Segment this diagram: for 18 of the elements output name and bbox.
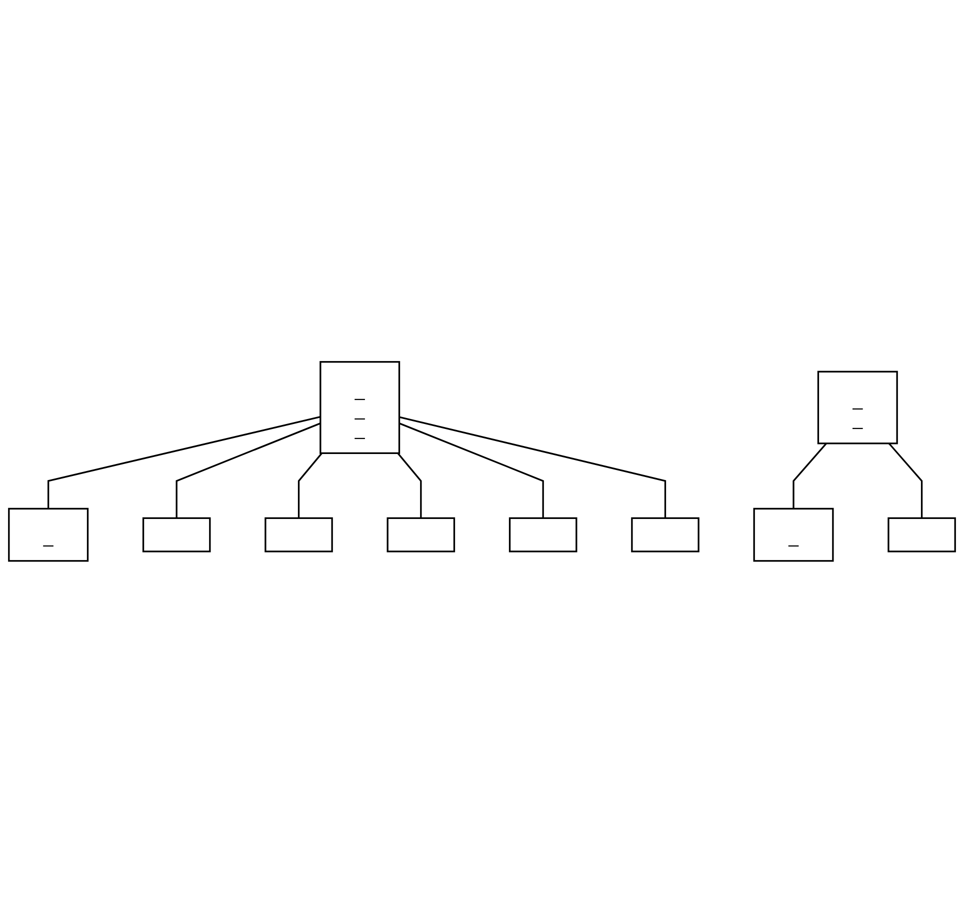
node-box: [508, 517, 578, 552]
node-box: _: [753, 508, 834, 562]
connector: [397, 452, 422, 518]
node-box: [631, 517, 700, 552]
node-box: [264, 517, 333, 552]
connector: [888, 442, 923, 518]
node-box: _ _ _: [320, 361, 400, 454]
connector: [398, 422, 544, 518]
connector: [176, 422, 321, 518]
node-box: [386, 517, 456, 552]
connector: [399, 416, 666, 518]
node-box: _ _: [817, 370, 898, 444]
connector: [792, 442, 827, 509]
connector: [48, 416, 321, 509]
node-box: [142, 517, 211, 552]
node-box: [888, 517, 956, 552]
connector: [298, 452, 322, 518]
node-box: _: [8, 508, 89, 562]
